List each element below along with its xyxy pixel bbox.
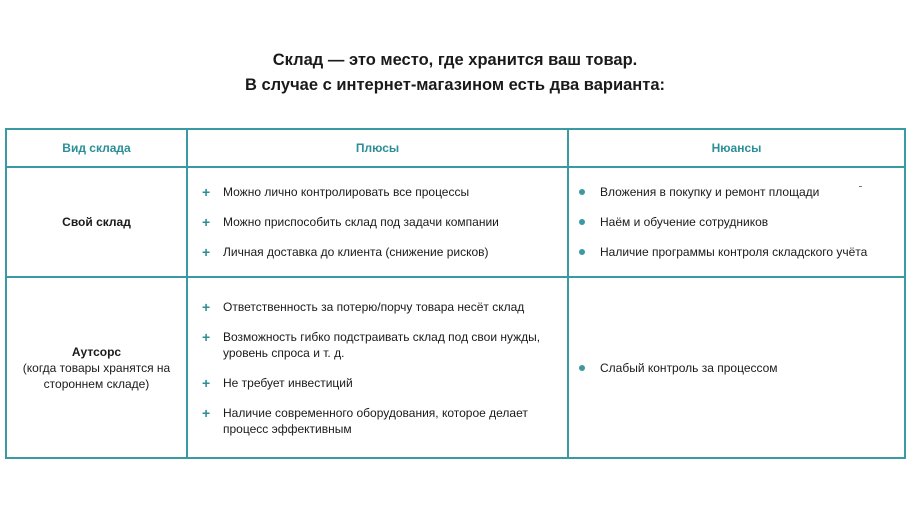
- page-heading: Склад — это место, где хранится ваш това…: [0, 48, 910, 98]
- bullet-dot-icon: [579, 189, 585, 195]
- list-item: + Возможность гибко подстраивать склад по…: [202, 329, 559, 361]
- con-text: Наличие программы контроля складского уч…: [600, 245, 868, 259]
- pro-text: Можно приспособить склад под задачи комп…: [223, 215, 499, 229]
- bullet-dot-icon: [579, 219, 585, 225]
- pro-text: Ответственность за потерю/порчу товара н…: [223, 299, 525, 314]
- plus-icon: +: [202, 404, 211, 421]
- table-row: Аутсорс (когда товары хранятся на сторон…: [5, 276, 906, 459]
- list-item: Наличие программы контроля складского уч…: [579, 244, 896, 260]
- pro-text: Наличие современного оборудования, котор…: [223, 405, 528, 436]
- list-item: Слабый контроль за процессом: [579, 360, 896, 376]
- plus-icon: +: [202, 298, 211, 315]
- cons-cell: Вложения в покупку и ремонт площади Наём…: [567, 166, 906, 278]
- con-text: Наём и обучение сотрудников: [600, 215, 769, 229]
- list-item: + Можно лично контролировать все процессы: [202, 184, 559, 200]
- pro-text: Возможность гибко подстраивать склад под…: [223, 329, 541, 360]
- list-item: + Можно приспособить склад под задачи ком…: [202, 214, 559, 230]
- kind-note: (когда товары хранятся на стороннем скла…: [22, 360, 171, 391]
- kind-cell: Свой склад: [5, 166, 188, 278]
- plus-icon: +: [202, 374, 211, 391]
- column-header-cons: Нюансы: [567, 128, 906, 168]
- list-item: Наём и обучение сотрудников: [579, 214, 896, 230]
- list-item: + Ответственность за потерю/порчу товара …: [202, 299, 559, 315]
- kind-name: Аутсорс: [71, 344, 122, 359]
- pros-list: + Можно лично контролировать все процессы…: [188, 184, 567, 260]
- plus-icon: +: [202, 214, 211, 230]
- bullet-dot-icon: [579, 249, 585, 255]
- pros-list: + Ответственность за потерю/порчу товара …: [188, 299, 567, 437]
- plus-icon: +: [202, 328, 211, 345]
- kind-cell: Аутсорс (когда товары хранятся на сторон…: [5, 276, 188, 459]
- plus-icon: +: [202, 184, 211, 200]
- column-header-kind: Вид склада: [5, 128, 188, 168]
- pros-cell: + Ответственность за потерю/порчу товара …: [186, 276, 569, 459]
- table-row: Свой склад + Можно лично контролировать в…: [5, 166, 906, 278]
- list-item: + Наличие современного оборудования, кото…: [202, 405, 559, 437]
- pro-text: Можно лично контролировать все процессы: [223, 185, 470, 199]
- stray-dash-mark: [859, 186, 862, 187]
- pro-text: Не требует инвестиций: [223, 375, 353, 390]
- heading-line-2: В случае с интернет-магазином есть два в…: [244, 76, 666, 94]
- heading-line-1: Склад — это место, где хранится ваш това…: [272, 51, 638, 69]
- warehouse-comparison-table: Вид склада Плюсы Нюансы Свой склад + Можн…: [5, 128, 906, 459]
- cons-list: Слабый контроль за процессом: [569, 360, 904, 376]
- kind-name: Свой склад: [62, 215, 131, 229]
- table-header-row: Вид склада Плюсы Нюансы: [5, 128, 906, 168]
- bullet-dot-icon: [579, 364, 585, 371]
- cons-cell: Слабый контроль за процессом: [567, 276, 906, 459]
- cons-list: Вложения в покупку и ремонт площади Наём…: [569, 184, 904, 260]
- pros-cell: + Можно лично контролировать все процессы…: [186, 166, 569, 278]
- con-text: Слабый контроль за процессом: [600, 360, 778, 375]
- list-item: Вложения в покупку и ремонт площади: [579, 184, 896, 200]
- pro-text: Личная доставка до клиента (снижение рис…: [223, 245, 489, 259]
- plus-icon: +: [202, 244, 211, 260]
- list-item: + Не требует инвестиций: [202, 375, 559, 391]
- list-item: + Личная доставка до клиента (снижение ри…: [202, 244, 559, 260]
- column-header-pros: Плюсы: [186, 128, 569, 168]
- con-text: Вложения в покупку и ремонт площади: [600, 185, 820, 199]
